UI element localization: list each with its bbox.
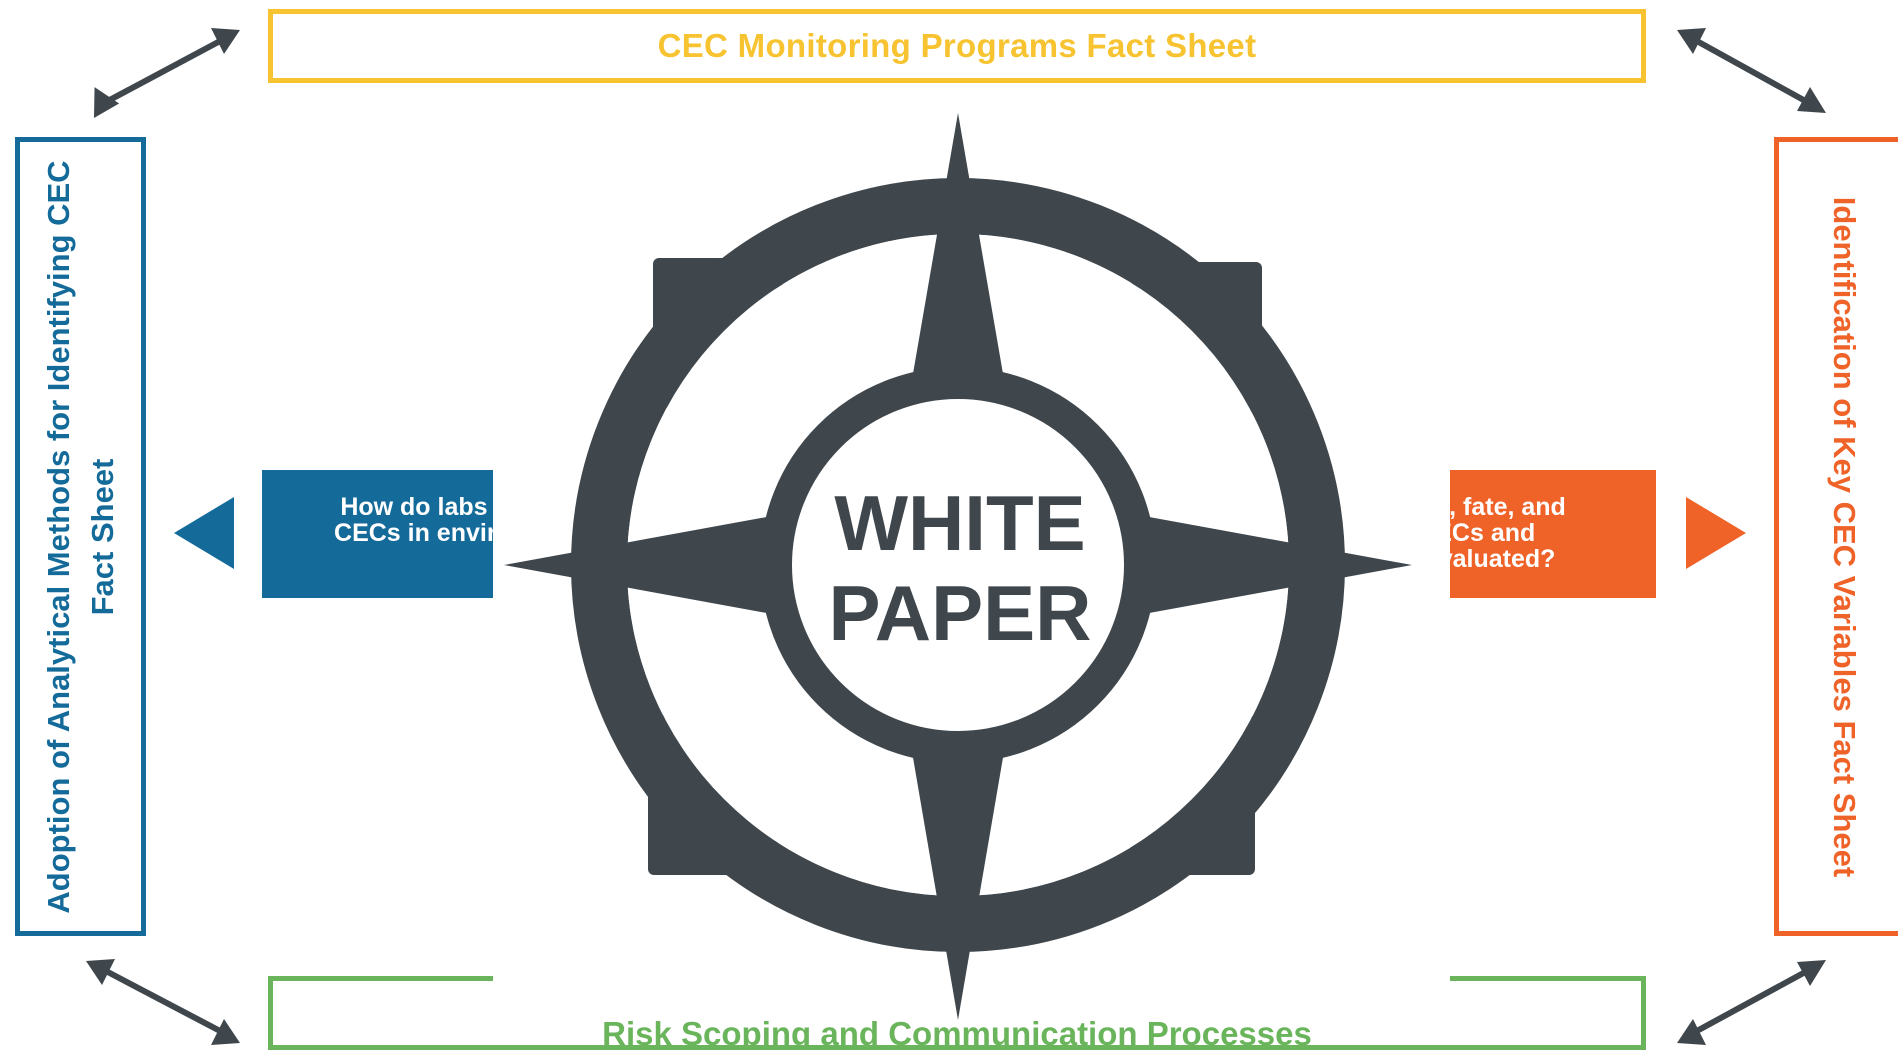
corner-arrows (102, 37, 1811, 1035)
compass-inner-ring (760, 367, 1156, 763)
compass-backing-bottom (493, 960, 1450, 1020)
left-question-box: How do labs detect and quantify CECs in … (262, 470, 493, 598)
center-label-paper: PAPER (828, 569, 1092, 657)
right-fact-sheet-box: Identification of Key CEC Variables Fact… (1774, 137, 1898, 936)
center-label-white: WHITE (834, 479, 1086, 567)
right-pointer-triangle (1686, 497, 1746, 569)
top-fact-sheet-label: CEC Monitoring Programs Fact Sheet (657, 27, 1257, 64)
right-question-text: How are occurrence, fate, and persistenc… (1450, 493, 1566, 573)
arrow-top-right (1693, 37, 1811, 106)
left-question-text: How do labs detect and quantify CECs in … (334, 493, 493, 547)
arrow-top-left (102, 37, 224, 106)
arrowheads (86, 28, 1826, 1045)
arrow-bottom-right (1693, 967, 1811, 1035)
top-fact-sheet-box: CEC Monitoring Programs Fact Sheet (268, 9, 1646, 83)
left-pointer-triangle (174, 497, 234, 569)
arrow-bottom-left (102, 967, 224, 1035)
right-question-box: How are occurrence, fate, and persistenc… (1450, 470, 1656, 598)
left-fact-sheet-box: Adoption of Analytical Methods for Ident… (15, 137, 146, 936)
